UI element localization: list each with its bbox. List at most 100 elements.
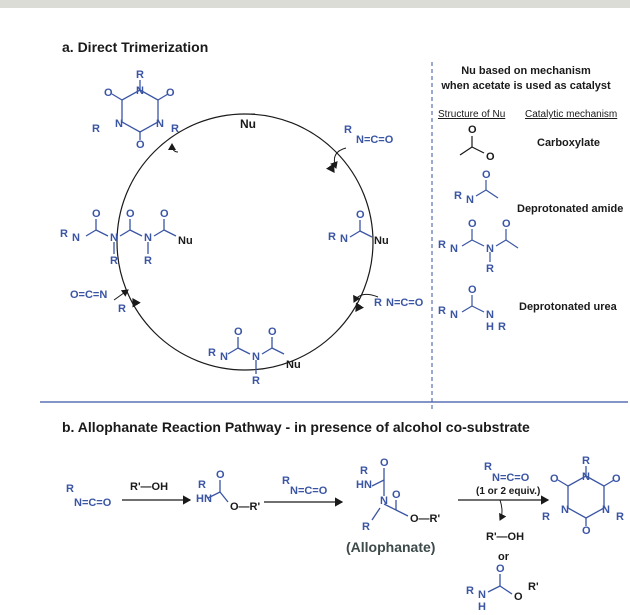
svg-text:O: O	[166, 87, 175, 99]
svg-text:R: R	[118, 303, 126, 315]
svg-text:O: O	[216, 469, 225, 481]
svg-text:R: R	[344, 124, 352, 136]
svg-text:R: R	[374, 297, 382, 309]
svg-text:R: R	[110, 255, 118, 267]
isocyanate-reactant-2: R N=C=O	[374, 297, 424, 309]
svg-text:R: R	[136, 69, 144, 81]
svg-text:R: R	[92, 123, 100, 135]
svg-text:N: N	[252, 351, 260, 363]
or-label: or	[498, 551, 510, 563]
svg-text:O: O	[126, 208, 135, 220]
svg-text:R: R	[66, 483, 74, 495]
svg-text:R: R	[438, 305, 446, 317]
svg-text:O: O	[468, 284, 477, 296]
svg-text:R: R	[208, 347, 216, 359]
urethane-byproduct: R N H O O R'	[466, 563, 539, 613]
carbamoyl-intermediate: R N O Nu	[328, 209, 389, 247]
svg-text:N: N	[156, 118, 164, 130]
svg-text:H: H	[478, 601, 486, 613]
svg-text:R: R	[252, 375, 260, 387]
svg-text:R': R'	[528, 581, 539, 593]
svg-text:Nu: Nu	[374, 235, 389, 247]
urethane: R HN O O—R'	[196, 469, 261, 513]
svg-text:O: O	[234, 326, 243, 338]
svg-text:R: R	[454, 190, 462, 202]
catalytic-cycle	[116, 113, 374, 371]
svg-text:Structure of Nu: Structure of Nu	[438, 109, 505, 120]
svg-text:N: N	[72, 232, 80, 244]
svg-text:N=C=O: N=C=O	[356, 134, 394, 146]
dimer-intermediate: R N O N O R Nu	[208, 326, 301, 387]
svg-text:O: O	[612, 473, 621, 485]
allophanate-structure: R HN O N O R O—R'	[356, 457, 441, 533]
svg-text:when acetate is used as cataly: when acetate is used as catalyst	[440, 80, 611, 92]
svg-text:R: R	[438, 239, 446, 251]
panel-b-title: b. Allophanate Reaction Pathway - in pre…	[62, 419, 530, 435]
svg-text:O: O	[136, 139, 145, 151]
svg-text:R: R	[466, 585, 474, 597]
svg-text:O: O	[468, 124, 477, 136]
mechanism-carboxylate: Carboxylate	[537, 137, 600, 149]
svg-text:N=C=O: N=C=O	[290, 485, 328, 497]
svg-text:N: N	[380, 495, 388, 507]
svg-text:R: R	[498, 321, 506, 333]
svg-text:N: N	[136, 85, 144, 97]
isocyanate-reactant-1: R N=C=O	[344, 124, 394, 146]
svg-text:O: O	[468, 218, 477, 230]
svg-text:O: O	[392, 489, 401, 501]
svg-text:N: N	[602, 504, 610, 516]
panel-a-title: a. Direct Trimerization	[62, 39, 208, 55]
isocyanate-reactant-3: O=C=N R	[70, 289, 126, 315]
svg-text:N: N	[466, 194, 474, 206]
isocyanate-reagent-c: R N=C=O	[484, 461, 530, 484]
svg-text:O: O	[160, 208, 169, 220]
svg-text:N=C=O: N=C=O	[74, 497, 112, 509]
svg-text:Nu: Nu	[178, 235, 193, 247]
svg-text:O: O	[582, 525, 591, 537]
svg-text:O—R': O—R'	[230, 501, 261, 513]
byproduct-alcohol: R'—OH	[486, 531, 524, 543]
svg-text:Catalytic mechanism: Catalytic mechanism	[525, 109, 617, 120]
trimer-intermediate: R N O N O N O R R Nu	[60, 208, 193, 267]
isocyanate-reagent-b: R N=C=O	[282, 475, 328, 497]
svg-text:R: R	[582, 455, 590, 467]
svg-text:R: R	[171, 123, 179, 135]
alcohol-reagent: R'—OH	[130, 481, 168, 493]
svg-text:R: R	[486, 263, 494, 275]
isocyanurate-final	[557, 466, 615, 526]
svg-text:R: R	[542, 511, 550, 523]
svg-text:O: O	[92, 208, 101, 220]
nucleophile-label: Nu	[240, 117, 256, 131]
equivalents-label: (1 or 2 equiv.)	[476, 486, 540, 497]
isocyanate-start: R N=C=O	[66, 483, 112, 509]
svg-text:N: N	[450, 243, 458, 255]
svg-text:O: O	[502, 218, 511, 230]
svg-text:O—R': O—R'	[410, 513, 441, 525]
mechanism-deprotonated-urea: Deprotonated urea	[519, 301, 618, 313]
svg-text:O: O	[104, 87, 113, 99]
svg-text:R: R	[616, 511, 624, 523]
svg-text:N: N	[486, 309, 494, 321]
svg-text:N: N	[478, 589, 486, 601]
isocyanurate-product	[111, 80, 169, 140]
svg-text:O=C=N: O=C=N	[70, 289, 107, 301]
svg-text:O: O	[356, 209, 365, 221]
svg-text:R: R	[328, 231, 336, 243]
svg-text:O: O	[496, 563, 505, 575]
svg-text:Nu based on mechanism: Nu based on mechanism	[461, 65, 591, 77]
svg-text:HN: HN	[196, 493, 212, 505]
svg-text:R: R	[484, 461, 492, 473]
svg-text:N: N	[144, 232, 152, 244]
top-bar	[0, 0, 630, 8]
svg-text:Nu: Nu	[286, 359, 301, 371]
svg-text:N: N	[486, 243, 494, 255]
svg-text:N: N	[561, 504, 569, 516]
svg-text:O: O	[550, 473, 559, 485]
svg-text:R: R	[360, 465, 368, 477]
svg-text:N: N	[220, 351, 228, 363]
svg-text:R: R	[282, 475, 290, 487]
svg-text:N=C=O: N=C=O	[386, 297, 424, 309]
svg-text:N: N	[340, 233, 348, 245]
svg-text:HN: HN	[356, 479, 372, 491]
